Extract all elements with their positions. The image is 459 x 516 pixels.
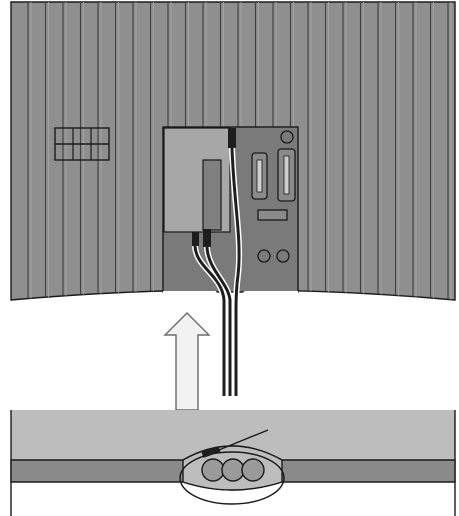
screw-hole-icon — [280, 130, 294, 144]
cables — [192, 128, 243, 396]
vent-grid — [54, 127, 110, 161]
socket-round-2 — [276, 249, 290, 263]
socket-cover — [163, 127, 231, 233]
plug-2 — [203, 229, 211, 247]
connector-slot — [257, 209, 288, 221]
up-arrow-icon — [163, 312, 211, 411]
connector-panel — [251, 130, 296, 263]
plug-1 — [192, 232, 199, 246]
cable-clip-icon — [201, 429, 269, 482]
plug-3 — [228, 128, 236, 148]
socket-round-1 — [257, 249, 271, 263]
